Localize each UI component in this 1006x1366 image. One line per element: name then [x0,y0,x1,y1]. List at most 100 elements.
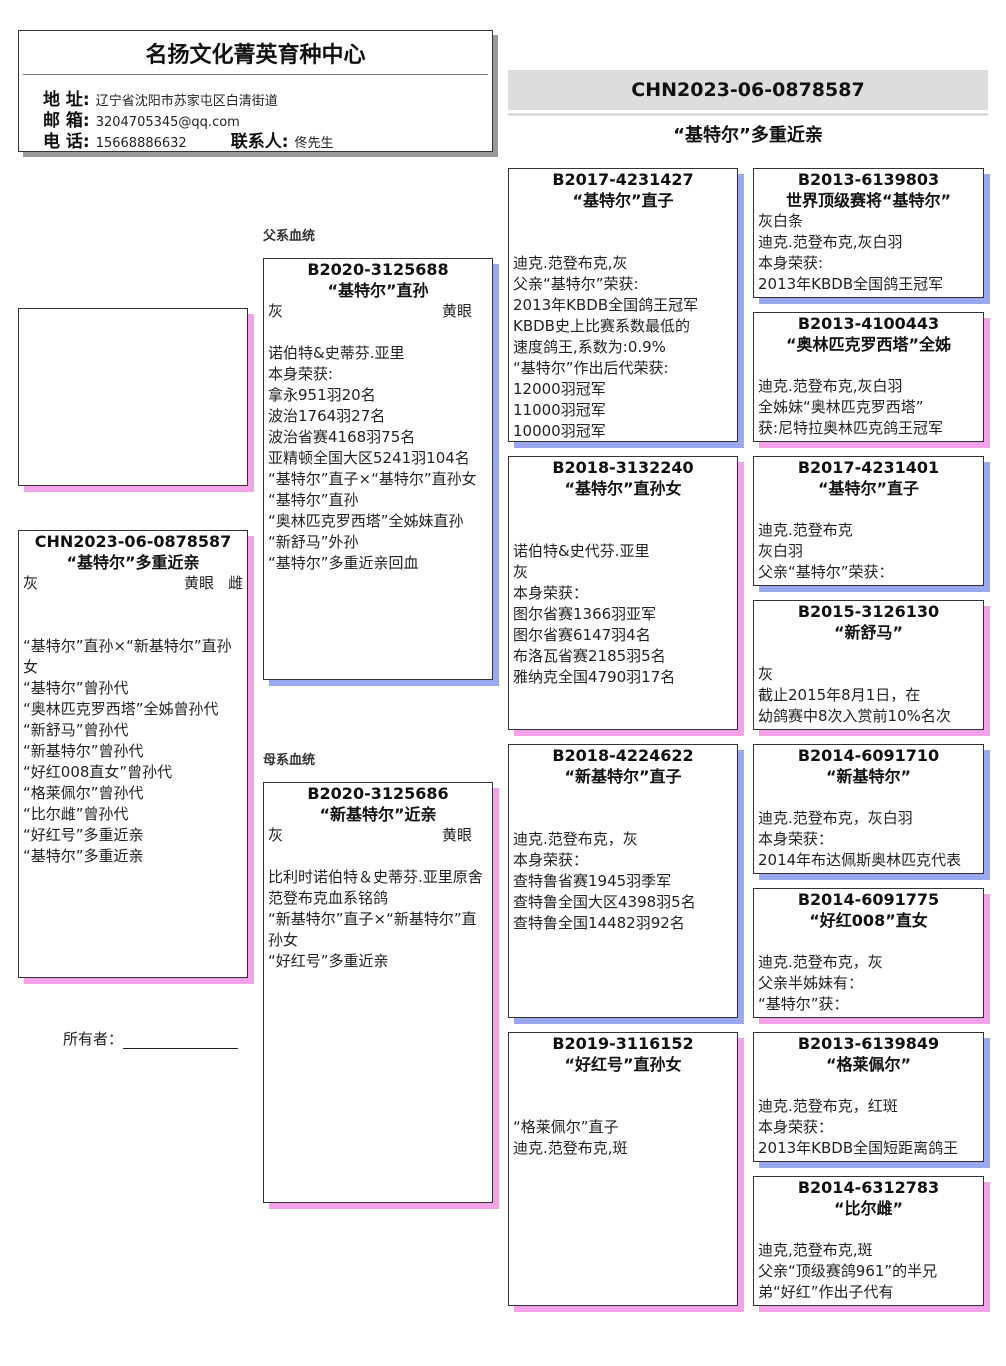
great-grandparent-card: B2017-4231401“基特尔”直子迪克.范登布克灰白羽父亲“基特尔”荣获： [753,456,984,586]
info-line: 10000羽冠军 [513,422,606,440]
ring-number: B2017-4231427 [552,170,694,189]
ring-number: B2013-6139803 [797,170,940,189]
info-line: “奥林匹克罗西塔”全姊曾孙代 [23,700,219,718]
info-line: 获:尼特拉奥林匹克鸽王冠军 [758,419,944,437]
pigeon-name-title: “基特尔”多重近亲 [673,125,823,146]
info-line: 速度鸽王,系数为:0.9% [513,338,666,356]
info-line: “比尔雌”曾孙代 [23,805,129,823]
ring-number: B2020-3125686 [307,784,449,803]
info-line: 比利时诺伯特＆史蒂芬.亚里原舍 [268,868,483,886]
info-line: “基特尔”多重近亲回血 [268,554,419,572]
info-line [268,846,488,867]
address-value: 辽宁省沈阳市苏家屯区白清街道 [95,94,278,109]
ring-number: B2015-3126130 [797,602,940,621]
info-line [23,594,243,615]
ring-number: B2014-6091710 [797,746,940,765]
info-line: 2013年KBDB全国短距离鸽王 [758,1139,959,1157]
contact-value: 佟先生 [294,136,334,151]
info-line: 灰 [513,563,529,581]
info-line [513,499,733,520]
info-line: 查特鲁省赛1945羽季军 [513,872,672,890]
info-line: 本身荣获： [758,830,834,848]
info-line: “基特尔”获： [758,995,849,1013]
info-line: “基特尔”直子×“基特尔”直孙女 [268,470,477,488]
info-line [513,520,733,541]
info-line: 拿永951羽20名 [268,386,376,404]
info-line [513,1075,733,1096]
pigeon-name: “基特尔”直孙 [327,281,429,300]
info-line: 本身荣获： [513,584,589,602]
traits-row: 灰 黄眼雌 [23,573,243,594]
info-line: “新基特尔”直子×“新基特尔”直孙女 [268,910,477,949]
info-line: 迪克.范登布克，灰白羽 [758,809,913,827]
info-line: 父亲“基特尔”荣获: [513,275,639,293]
great-grandparent-card: B2013-4100443“奥林匹克罗西塔”全姊迪克.范登布克,灰白羽全姊妹“奥… [753,312,984,442]
info-line [758,931,979,952]
email-row: 邮 箱:3204705345@qq.com [43,106,240,131]
owner-signature: 所有者： [63,1028,239,1049]
pigeon-name: “基特尔”多重近亲 [66,553,200,572]
traits-row: 灰 黄眼 [268,301,488,322]
info-line: 灰白条 [758,212,804,230]
info-line: 图尔省赛1366羽亚军 [513,605,657,623]
owner-blank-line [123,1034,239,1049]
info-line: “基特尔”直孙 [268,491,359,509]
info-line: 父亲半姊妹有： [758,974,864,992]
info-line: 弟“好红”作出子代有 [758,1283,894,1301]
info-line: 波治省赛4168羽75名 [268,428,416,446]
info-line: “基特尔”作出后代荣获: [513,359,669,377]
info-line [758,499,979,520]
info-line [268,322,488,343]
great-grandparent-card: B2014-6091710“新基特尔”迪克.范登布克，灰白羽本身荣获：2014年… [753,744,984,874]
pigeon-name: 世界顶级赛将“基特尔” [785,191,952,210]
info-line: 查特鲁全国14482羽92名 [513,914,685,932]
divider [23,74,488,75]
info-line: 查特鲁全国大区4398羽5名 [513,893,696,911]
ring-number: B2017-4231401 [797,458,940,477]
info-line: 2013年KBDB全国鸽王冠军 [513,296,699,314]
info-line: “奥林匹克罗西塔”全姊妹直孙 [268,512,464,530]
sex: 雌 [227,574,243,592]
phone-label: 电 话: [43,132,90,152]
info-line: 本身荣获: [758,254,824,272]
info-line [758,787,979,808]
grandparent-card: B2019-3116152“好红号”直孙女“格莱佩尔”直子迪克.范登布克,斑 [508,1032,738,1306]
info-line: 幼鸽赛中8次入赏前10%名次 [758,707,951,725]
pigeon-name: “基特尔”直孙女 [564,479,682,498]
contact-label: 联系人: [230,132,289,152]
pigeon-name: “新基特尔”直子 [564,767,682,786]
info-line [513,808,733,829]
pigeon-name: “好红008”直女 [809,911,928,930]
info-line [513,232,733,253]
info-line: “基特尔”多重近亲 [23,847,144,865]
info-line: 迪克.范登布克，红斑 [758,1097,898,1115]
info-line: 本身荣获： [758,1118,834,1136]
subject-pigeon-card: CHN2023-06-0878587 “基特尔”多重近亲 灰 黄眼雌 “基特尔”… [18,530,248,978]
grandparent-card: B2018-3132240“基特尔”直孙女诺伯特&史代芬.亚里灰本身荣获：图尔省… [508,456,738,730]
email-label: 邮 箱: [43,111,90,131]
eye-color: 黄眼 [441,826,472,844]
info-line: 雅纳克全国4790羽17名 [513,668,676,686]
great-grandparent-card: B2014-6091775“好红008”直女迪克.范登布克，灰父亲半姊妹有：“基… [753,888,984,1018]
info-line: 迪克.范登布克,斑 [513,1139,628,1157]
feather-color: 灰 [268,302,284,320]
ring-number: B2013-6139849 [797,1034,940,1053]
ring-number: B2013-4100443 [797,314,940,333]
info-line [758,1075,979,1096]
pigeon-name: “基特尔”直子 [572,191,674,210]
feather-color: 灰 [268,826,284,844]
info-line: 布洛瓦省赛2185羽5名 [513,647,666,665]
info-line [513,1096,733,1117]
pigeon-name: “好红号”直孙女 [564,1055,682,1074]
ring-number: B2020-3125688 [307,260,449,279]
breeder-name: 名扬文化菁英育种中心 [145,43,366,68]
ring-number: CHN2023-06-0878587 [34,532,232,551]
info-line: 范登布克血系铭鸽 [268,889,389,907]
info-line: 迪克.范登布克，灰 [758,953,883,971]
pigeon-name: “基特尔”直子 [817,479,920,498]
ring-number: B2018-4224622 [552,746,694,765]
feather-color: 灰 [23,574,39,592]
info-line: “好红008直女”曾孙代 [23,763,173,781]
